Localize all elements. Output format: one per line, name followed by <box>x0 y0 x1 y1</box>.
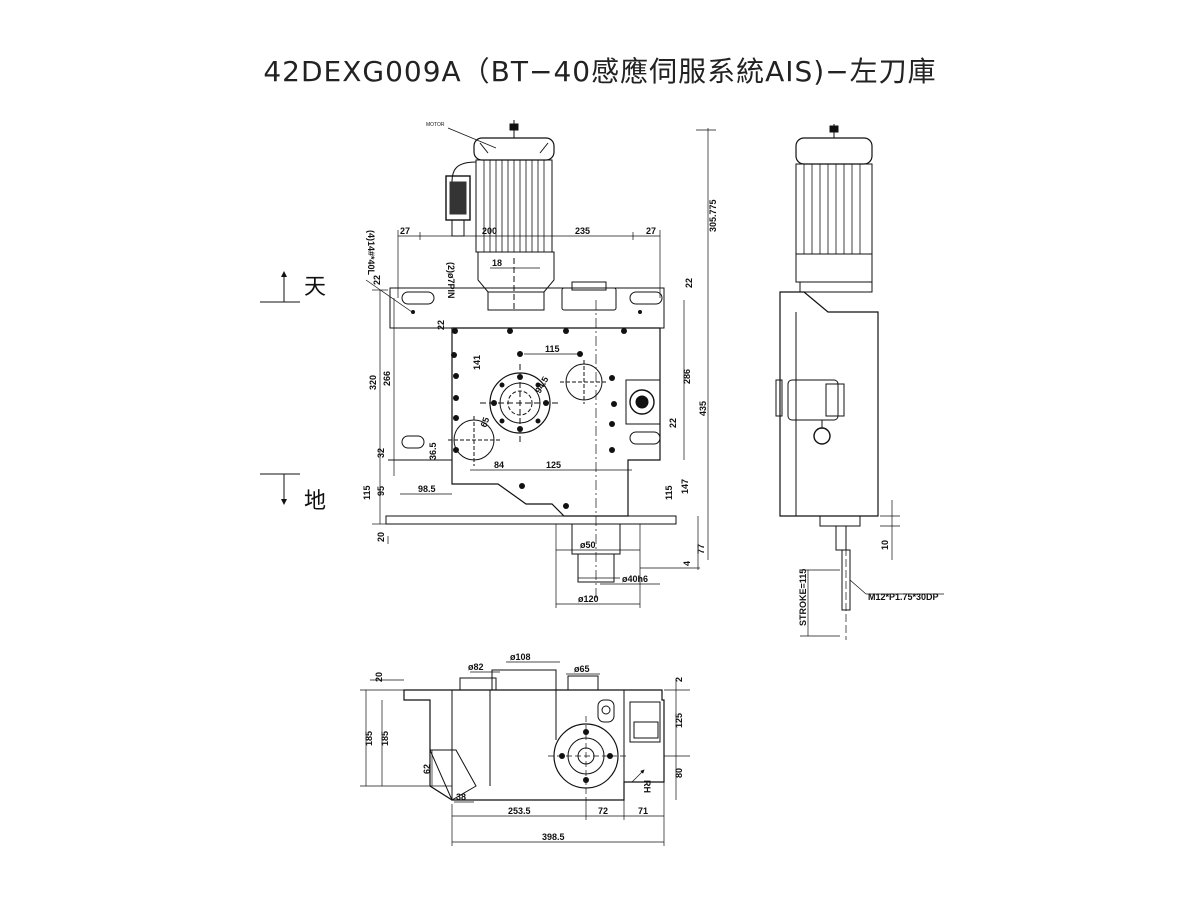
bottom-body <box>403 689 665 801</box>
dim-22c: 22 <box>436 320 446 330</box>
dim-b-62: 62 <box>422 764 432 774</box>
dim-27b: 27 <box>646 226 656 236</box>
front-view-dims: 27 200 235 27 18 305.775 22 22 22 22 320… <box>362 122 718 604</box>
dim-320: 320 <box>368 375 378 390</box>
dim-22b: 22 <box>372 275 382 285</box>
front-view <box>365 120 716 608</box>
dim-b-80: 80 <box>674 768 684 778</box>
side-view <box>775 124 944 640</box>
dim-115b: 115 <box>362 485 372 500</box>
dim-thread: M12*P1.75*30DP <box>868 592 939 602</box>
dim-side-10: 10 <box>880 540 890 550</box>
dim-stroke: STROKE=115 <box>798 569 808 626</box>
drawing-title: 42DEXG009A（BT−40感應伺服系統AIS)−左刀庫 <box>263 55 937 88</box>
dim-77: 77 <box>696 544 706 554</box>
dim-141: 141 <box>472 355 482 370</box>
dim-32: 32 <box>376 448 386 458</box>
note-pin: (2)ø7PIN <box>446 262 456 299</box>
dim-305: 305.775 <box>708 199 718 232</box>
dim-b-125: 125 <box>674 713 684 728</box>
dim-b-phi82: ø82 <box>468 662 484 672</box>
dim-95: 95 <box>376 486 386 496</box>
bottom-view-dims: 20 2 ø82 ø108 ø65 185 185 62 38 125 80 2… <box>364 652 684 842</box>
dim-b-398-5: 398.5 <box>542 832 565 842</box>
dim-36-5: 36.5 <box>428 442 438 460</box>
dim-115c: 115 <box>664 485 674 500</box>
dim-b-71: 71 <box>638 806 648 816</box>
dim-b-phi108: ø108 <box>510 652 531 662</box>
dim-22a: 22 <box>684 278 694 288</box>
label-top: 天 <box>304 274 326 299</box>
dim-22d: 22 <box>668 418 678 428</box>
dim-phi50: ø50 <box>580 540 596 550</box>
dim-435: 435 <box>698 401 708 416</box>
dim-286: 286 <box>682 369 692 384</box>
dim-18: 18 <box>492 258 502 268</box>
dim-84: 84 <box>494 460 504 470</box>
dim-235: 235 <box>575 226 590 236</box>
note-motor: MOTOR <box>426 122 445 128</box>
dim-27a: 27 <box>400 226 410 236</box>
dim-b-38: 38 <box>456 792 466 802</box>
dim-20: 20 <box>376 532 386 542</box>
dim-phi40h6: ø40h6 <box>622 574 648 584</box>
dim-b-rh: RH <box>642 780 652 793</box>
bottom-view <box>360 661 690 846</box>
dim-147: 147 <box>680 479 690 494</box>
dim-115: 115 <box>545 344 560 354</box>
dim-266: 266 <box>382 371 392 386</box>
dim-4: 4 <box>682 561 692 566</box>
orientation-labels: 天 地 <box>260 271 326 513</box>
label-bottom: 地 <box>304 488 326 513</box>
dim-b-253-5: 253.5 <box>508 806 531 816</box>
dim-b-2: 2 <box>674 677 684 682</box>
dim-200: 200 <box>482 226 497 236</box>
dim-125: 125 <box>546 460 561 470</box>
side-motor-body <box>795 163 873 255</box>
dim-phi120: ø120 <box>578 594 599 604</box>
dim-b-72: 72 <box>598 806 608 816</box>
note-bolt: (4)14#*40L <box>366 230 376 276</box>
side-view-dims: 10 STROKE=115 M12*P1.75*30DP <box>798 540 939 626</box>
dim-b-phi65: ø65 <box>574 664 590 674</box>
dim-b-185b: 185 <box>380 731 390 746</box>
dim-b-185a: 185 <box>364 731 374 746</box>
dim-98-5: 98.5 <box>418 484 436 494</box>
dim-b-20: 20 <box>374 672 384 682</box>
dim-65: 65 <box>478 416 491 429</box>
